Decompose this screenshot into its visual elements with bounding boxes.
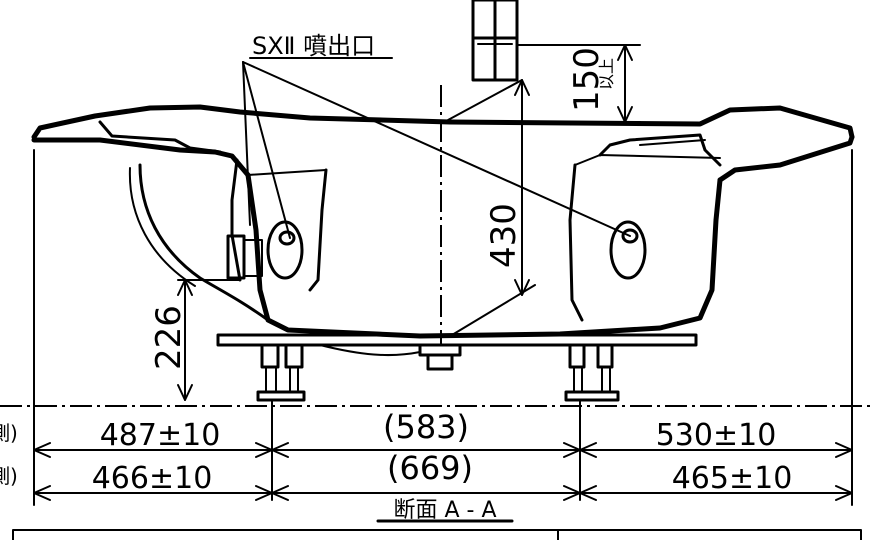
row1-edge-label: 側)	[0, 421, 18, 445]
dim-row-1	[33, 442, 853, 458]
row1-mid-label: (583)	[383, 408, 469, 446]
section-title: 断面 A - A	[393, 498, 496, 523]
dim-150-label: 150	[567, 47, 607, 112]
top-fitting	[471, 0, 641, 82]
nozzle-right	[609, 220, 647, 280]
row1-right-label: 530±10	[656, 418, 777, 453]
row2-right-label: 465±10	[672, 461, 793, 496]
dim-row-2	[33, 485, 853, 501]
row1-left-label: 487±10	[100, 418, 221, 453]
nozzle-leaders	[242, 57, 631, 239]
nozzle-left	[266, 220, 304, 280]
dim-150	[616, 44, 641, 123]
base-plate	[216, 333, 698, 402]
row2-mid-label: (669)	[387, 449, 473, 487]
dim-430-label: 430	[484, 203, 524, 268]
bottom-table	[12, 529, 862, 540]
nozzle-label: SXⅡ 噴出口	[252, 32, 375, 60]
dim-430	[447, 79, 536, 336]
row2-left-label: 466±10	[92, 461, 213, 496]
row2-edge-label: 側)	[0, 464, 18, 488]
bathtub-body	[31, 104, 855, 339]
dim-226-label: 226	[149, 305, 189, 370]
dim-150-note: 以上	[597, 58, 616, 90]
dim-226	[177, 279, 241, 401]
